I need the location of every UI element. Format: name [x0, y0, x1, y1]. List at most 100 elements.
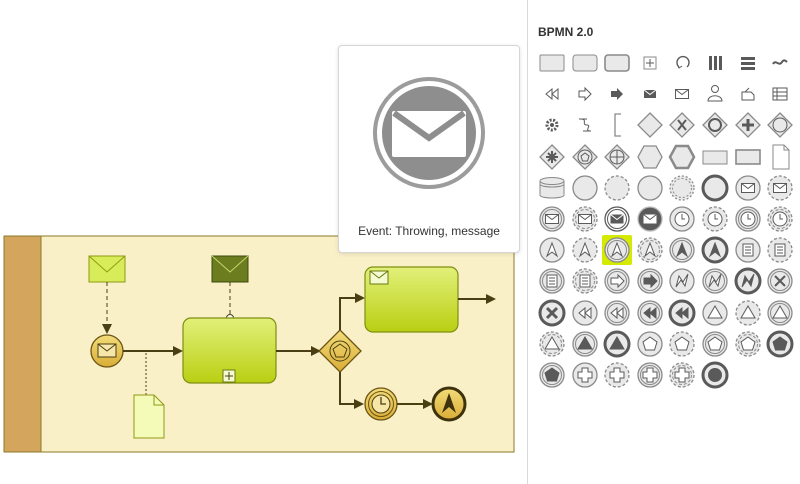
- message-throw-alt-icon[interactable]: [635, 204, 665, 234]
- send-arrow-icon[interactable]: [570, 79, 600, 109]
- sequential-marker-icon[interactable]: [733, 48, 763, 78]
- link-catch-icon[interactable]: [602, 266, 632, 296]
- script-task-icon[interactable]: [570, 110, 600, 140]
- receive-arrow-icon[interactable]: [602, 79, 632, 109]
- data-object[interactable]: [133, 394, 165, 439]
- bpmn-diagram: [3, 235, 515, 453]
- data-store-rect-icon[interactable]: [700, 142, 730, 172]
- rounded-task-icon[interactable]: [570, 48, 600, 78]
- signal-throw-icon[interactable]: [570, 329, 600, 359]
- compensation-end-icon[interactable]: [667, 298, 697, 328]
- cancel-catch-icon[interactable]: [765, 266, 795, 296]
- escalation-catch-icon[interactable]: [602, 235, 633, 266]
- terminate-end-icon[interactable]: [700, 360, 730, 390]
- escalation-end-event[interactable]: [431, 386, 467, 422]
- conditional-catch-icon[interactable]: [537, 266, 567, 296]
- call-conversation-icon[interactable]: [667, 142, 697, 172]
- palette-title: BPMN 2.0: [538, 25, 594, 39]
- conditional-start-icon[interactable]: [733, 235, 763, 265]
- data-store-icon[interactable]: [537, 173, 567, 203]
- annotation-bracket-icon[interactable]: [602, 110, 632, 140]
- escalation-catch-dashed-icon[interactable]: [635, 235, 665, 265]
- link-throw-icon[interactable]: [635, 266, 665, 296]
- message-start-icon[interactable]: [733, 173, 763, 203]
- conditional-catch-dashed-icon[interactable]: [570, 266, 600, 296]
- parallel-marker-icon[interactable]: [700, 48, 730, 78]
- signal-end-icon[interactable]: [602, 329, 632, 359]
- non-interrupting-intermediate-icon[interactable]: [667, 173, 697, 203]
- tooltip-label: Event: Throwing, message: [358, 224, 500, 238]
- error-start-icon[interactable]: [667, 266, 697, 296]
- timer-catch-icon[interactable]: [733, 204, 763, 234]
- parallel-multiple-catch-icon[interactable]: [635, 360, 665, 390]
- message-throw-icon[interactable]: [602, 204, 632, 234]
- exclusive-event-gateway-icon[interactable]: [602, 142, 632, 172]
- conversation-icon[interactable]: [635, 142, 665, 172]
- sub-process[interactable]: [182, 317, 277, 384]
- business-rule-icon[interactable]: [765, 79, 795, 109]
- parallel-multiple-start-icon[interactable]: [570, 360, 600, 390]
- shape-palette: BPMN 2.0: [528, 0, 800, 484]
- parallel-multiple-catch-dashed-icon[interactable]: [667, 360, 697, 390]
- loop-marker-icon[interactable]: [667, 48, 697, 78]
- non-interrupting-start-icon[interactable]: [602, 173, 632, 203]
- compensation-marker-icon[interactable]: [537, 79, 567, 109]
- multiple-start-icon[interactable]: [635, 329, 665, 359]
- inclusive-gateway-icon[interactable]: [700, 110, 730, 140]
- pool-header: [3, 235, 42, 453]
- conditional-start-dashed-icon[interactable]: [765, 235, 795, 265]
- ad-hoc-marker-icon[interactable]: [765, 48, 795, 78]
- escalation-start-icon[interactable]: [537, 235, 567, 265]
- parallel-multiple-dashed-icon[interactable]: [602, 360, 632, 390]
- compensation-catch-icon[interactable]: [602, 298, 632, 328]
- compensation-start-icon[interactable]: [570, 298, 600, 328]
- error-catch-icon[interactable]: [700, 266, 730, 296]
- data-object-icon[interactable]: [765, 142, 795, 172]
- message-catch-icon[interactable]: [537, 204, 567, 234]
- signal-start-dashed-icon[interactable]: [733, 298, 763, 328]
- message-data-output[interactable]: [211, 255, 249, 283]
- signal-start-icon[interactable]: [700, 298, 730, 328]
- user-task-icon[interactable]: [700, 79, 730, 109]
- service-task-icon[interactable]: [537, 110, 567, 140]
- timer-start-icon[interactable]: [667, 204, 697, 234]
- exclusive-gateway-icon[interactable]: [667, 110, 697, 140]
- message-start-dashed-icon[interactable]: [765, 173, 795, 203]
- receive-task-icon[interactable]: [667, 79, 697, 109]
- escalation-start-dashed-icon[interactable]: [570, 235, 600, 265]
- intermediate-event-icon[interactable]: [635, 173, 665, 203]
- start-event-icon[interactable]: [570, 173, 600, 203]
- escalation-throw-icon[interactable]: [667, 235, 697, 265]
- timer-catch-dashed-icon[interactable]: [765, 204, 795, 234]
- cancel-end-icon[interactable]: [537, 298, 567, 328]
- escalation-end-icon[interactable]: [700, 235, 730, 265]
- sub-process-icon[interactable]: [602, 48, 632, 78]
- multiple-throw-icon[interactable]: [537, 360, 567, 390]
- signal-catch-dashed-icon[interactable]: [537, 329, 567, 359]
- gateway-icon[interactable]: [635, 110, 665, 140]
- collapsed-plus-icon[interactable]: [635, 48, 665, 78]
- timer-catch-event[interactable]: [364, 387, 398, 421]
- error-end-icon[interactable]: [733, 266, 763, 296]
- event-based-gateway-icon[interactable]: [570, 142, 600, 172]
- manual-task-icon[interactable]: [733, 79, 763, 109]
- parallel-gateway-icon[interactable]: [733, 110, 763, 140]
- multiple-catch-icon[interactable]: [700, 329, 730, 359]
- signal-catch-icon[interactable]: [765, 298, 795, 328]
- panel-divider[interactable]: [527, 0, 528, 484]
- data-rect-icon[interactable]: [733, 142, 763, 172]
- multiple-end-icon[interactable]: [765, 329, 795, 359]
- timer-start-dashed-icon[interactable]: [700, 204, 730, 234]
- event-gateway-icon[interactable]: [765, 110, 795, 140]
- send-task-icon[interactable]: [635, 79, 665, 109]
- complex-gateway-icon[interactable]: [537, 142, 567, 172]
- multiple-start-dashed-icon[interactable]: [667, 329, 697, 359]
- message-data-input[interactable]: [88, 255, 126, 283]
- compensation-throw-icon[interactable]: [635, 298, 665, 328]
- multiple-catch-dashed-icon[interactable]: [733, 329, 763, 359]
- end-event-icon[interactable]: [700, 173, 730, 203]
- receive-task[interactable]: [364, 266, 459, 333]
- task-icon[interactable]: [537, 48, 567, 78]
- message-catch-dashed-icon[interactable]: [570, 204, 600, 234]
- message-start-event[interactable]: [90, 334, 124, 368]
